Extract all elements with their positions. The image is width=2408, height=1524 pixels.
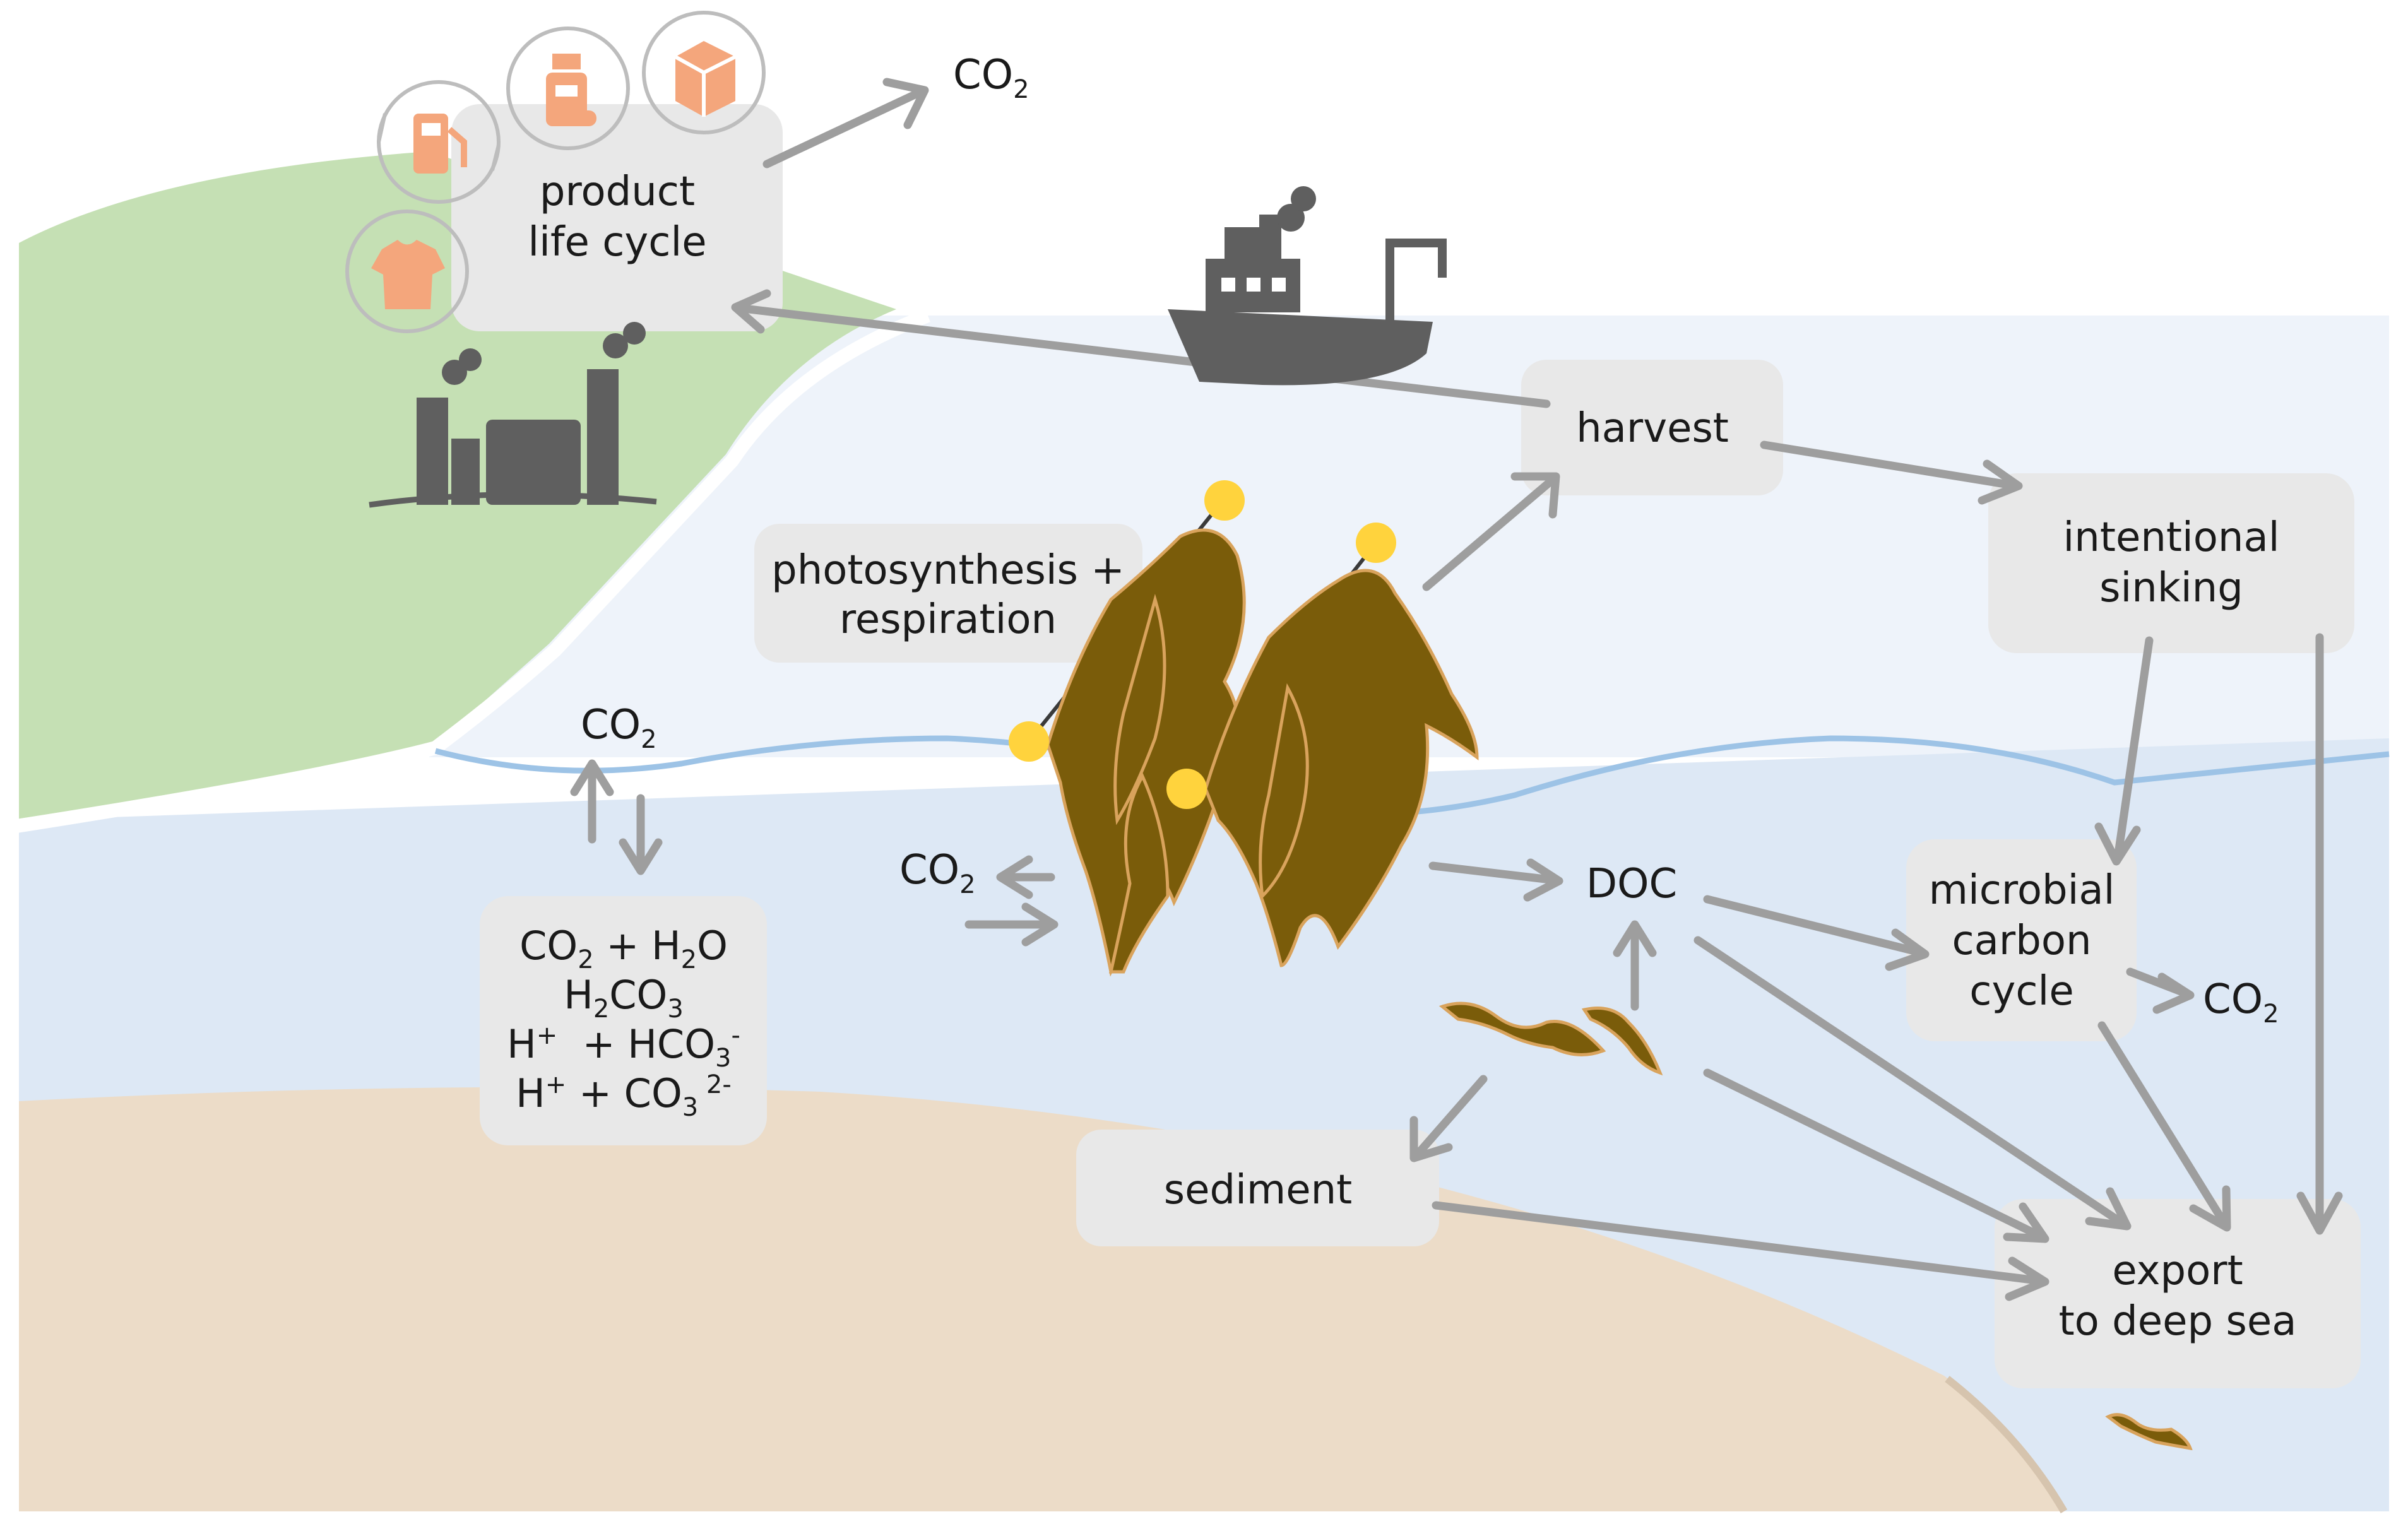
boxes <box>451 104 2361 1388</box>
harvest-box <box>1521 360 1783 495</box>
arrow-microbial-to-export-head <box>2189 1185 2231 1232</box>
photosynthesis-box <box>754 524 1142 663</box>
arrow-sinking-to-export-head <box>2296 1191 2343 1235</box>
product-life-cycle-label-2: life cycle <box>528 219 706 266</box>
arrow-sediment-to-export-head <box>2005 1256 2049 1301</box>
text-labels: product life cycle CO2 harvest intention… <box>507 52 2296 1345</box>
microbial-carbon-cycle-box <box>1906 839 2137 1041</box>
arrow-kelp-to-doc <box>1428 861 1560 885</box>
arrow-doc-to-microbial-head <box>1885 928 1930 971</box>
co2-label-coast: CO2 <box>581 702 657 754</box>
arrow-doc-to-export-head <box>2085 1187 2132 1231</box>
arrow-sinking-to-microbial-head <box>2094 822 2141 866</box>
arrow-doc-to-microbial <box>1703 895 1926 957</box>
seabed-region <box>19 1087 2064 1511</box>
arrow-product-to-co2-head <box>882 78 929 129</box>
intentional-sinking-label: intentional <box>2063 514 2280 561</box>
arrow-kelp-to-harvest <box>1422 475 1557 591</box>
chem-line-1: CO2 + H2O <box>519 923 728 974</box>
export-label: export <box>2112 1248 2243 1294</box>
arrow-kelp-release-co2-head <box>996 855 1033 899</box>
arrow-kelp-to-doc-head <box>1523 858 1563 902</box>
sediment-label: sediment <box>1164 1167 1353 1214</box>
arrow-detritus-to-export-head <box>2003 1202 2049 1243</box>
arrow-kelp-to-harvest-head <box>1510 472 1560 519</box>
arrow-harvest-to-product-head <box>731 289 771 334</box>
cycle-label: cycle <box>1969 968 2073 1015</box>
chem-line-3: H+ + HCO3- <box>507 1021 740 1073</box>
seabed-edge <box>1945 1376 2068 1514</box>
carbon-label: carbon <box>1952 918 2091 964</box>
kelp-farm <box>1009 480 1479 977</box>
detritus-fragment-3 <box>2105 1413 2193 1451</box>
co2-label-microbial: CO2 <box>2203 976 2279 1029</box>
t-shirt-icon <box>345 210 469 333</box>
arrow-co2-uptake-head <box>1021 902 1059 947</box>
deep-sea-label: to deep sea <box>2059 1298 2297 1345</box>
arrow-detritus-to-export <box>1703 1068 2046 1241</box>
arrow-microbial-to-export <box>2097 1021 2229 1229</box>
arrows <box>570 78 2343 1301</box>
package-box-icon <box>642 11 766 134</box>
co2-label-top: CO2 <box>953 52 1029 104</box>
intentional-sinking-box <box>1988 473 2354 653</box>
arrow-sediment-to-export <box>1432 1201 2046 1285</box>
intentional-sinking-label-2: sinking <box>2099 565 2243 611</box>
arrow-product-to-co2 <box>762 87 926 168</box>
detritus-fragment-2 <box>1581 1007 1663 1076</box>
fuel-pump-icon <box>377 80 501 204</box>
chemistry-box <box>480 896 767 1145</box>
chem-line-2: H2CO3 <box>564 972 684 1024</box>
chem-line-4: H+ + CO3 2- <box>516 1070 732 1122</box>
factory-icon <box>369 322 657 508</box>
buoy-icon <box>1356 523 1396 563</box>
arrow-detritus-to-doc-head <box>1613 920 1657 957</box>
pill-bottle-icon <box>506 27 630 150</box>
coastline <box>11 309 930 834</box>
ship-icon <box>1168 186 1447 386</box>
arrow-microbial-to-co2-head <box>2152 972 2195 1014</box>
arrow-co2-down-head <box>619 838 663 875</box>
export-box <box>1995 1199 2361 1388</box>
co2-label-kelp: CO2 <box>899 847 976 899</box>
microbial-label: microbial <box>1929 867 2115 914</box>
arrow-harvest-to-product <box>734 304 1551 408</box>
doc-label: DOC <box>1586 861 1677 907</box>
detritus-fragments <box>1438 1001 2193 1451</box>
photosynthesis-label: photosynthesis + <box>771 547 1125 594</box>
product-icons <box>345 11 766 333</box>
arrow-harvest-to-sinking <box>1760 440 2021 490</box>
harvest-label: harvest <box>1576 405 1729 452</box>
kelp-icon <box>1046 528 1479 977</box>
arrow-sinking-to-microbial <box>2113 636 2154 863</box>
arrow-detritus-to-sediment <box>1413 1075 1488 1159</box>
buoy-icon <box>1009 721 1049 762</box>
respiration-label: respiration <box>839 596 1057 643</box>
product-life-cycle-box <box>451 104 783 331</box>
arrow-doc-to-export <box>1693 936 2128 1229</box>
arrow-detritus-to-sediment-head <box>1409 1116 1453 1162</box>
buoy-icon <box>1166 769 1207 809</box>
arrow-harvest-to-sinking-head <box>1978 459 2023 505</box>
product-life-cycle-label: product <box>540 168 695 215</box>
buoy-icon <box>1204 480 1245 521</box>
detritus-fragment-1 <box>1438 1001 1606 1056</box>
sediment-box <box>1076 1130 1439 1246</box>
arrow-co2-up-head <box>570 759 614 796</box>
